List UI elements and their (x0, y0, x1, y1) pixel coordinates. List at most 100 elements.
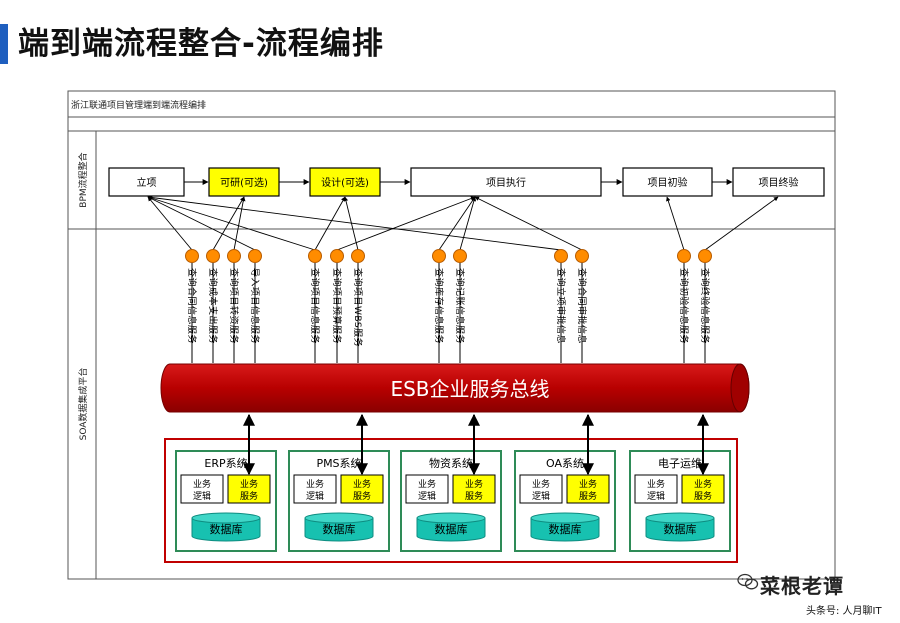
service-box-label: 服务 (465, 490, 483, 502)
service-label: 查询项目信息服务 (309, 268, 321, 344)
database-cylinder (645, 518, 715, 542)
service-box-label: 业务 (465, 478, 483, 490)
service-link (704, 196, 779, 251)
logic-box (634, 474, 678, 504)
logic-label: 业务 (532, 478, 550, 490)
system-name: ERP系统 (204, 457, 247, 470)
system-name: 电子运维 (658, 457, 702, 470)
service-box-label: 业务 (579, 478, 597, 490)
service-label: 查询项目预算服务 (331, 268, 343, 344)
service-node (432, 249, 446, 263)
service-label: 查询记账信息服务 (454, 268, 466, 344)
logic-box (293, 474, 337, 504)
service-node (206, 249, 220, 263)
logic-label: 逻辑 (306, 490, 324, 502)
database-top (416, 512, 486, 524)
logic-label: 逻辑 (193, 490, 211, 502)
service-node (351, 249, 365, 263)
database-cylinder (530, 518, 600, 542)
step-label-sheji: 设计(可选) (321, 176, 369, 189)
lane-label-bpm: BPM流程整合 (77, 152, 89, 207)
service-box (566, 474, 610, 504)
esb-bus: ESB企业服务总线 (160, 363, 750, 413)
service-node (698, 249, 712, 263)
watermark: 菜根老谭 (760, 574, 844, 598)
service-node (453, 249, 467, 263)
service-label: 查询项目转资服务 (228, 268, 240, 344)
service-box-label: 服务 (240, 490, 258, 502)
service-node (554, 249, 568, 263)
service-link (459, 196, 477, 251)
service-node (308, 249, 322, 263)
database-top (645, 512, 715, 524)
service-box-label: 业务 (694, 478, 712, 490)
service-link (147, 196, 316, 251)
service-box-label: 服务 (694, 490, 712, 502)
database-top (530, 512, 600, 524)
wechat-icon (737, 573, 759, 590)
service-node (677, 249, 691, 263)
database-cylinder (416, 518, 486, 542)
step-label-lixiang: 立项 (137, 176, 157, 189)
database-label: 数据库 (664, 522, 697, 536)
service-label: 查询初验信息服务 (678, 268, 690, 344)
logic-box (519, 474, 563, 504)
service-link (314, 196, 346, 251)
step-keyan (208, 167, 280, 197)
step-zhongyan (732, 167, 825, 197)
diagram-header: 浙江联通项目管理端到端流程编排 (71, 99, 206, 111)
logic-label: 业务 (418, 478, 436, 490)
logic-label: 业务 (647, 478, 665, 490)
database-label: 数据库 (210, 522, 243, 536)
service-label: 导入项目信息服务 (249, 268, 261, 344)
step-label-zhongyan: 项目终验 (759, 176, 799, 189)
service-box (681, 474, 725, 504)
step-chuyan (622, 167, 713, 197)
service-node (575, 249, 589, 263)
database-top (304, 512, 374, 524)
title-accent-bar (0, 24, 8, 64)
step-label-chuyan: 项目初验 (648, 176, 688, 189)
logic-label: 业务 (193, 478, 211, 490)
step-zhixing (410, 167, 602, 197)
logic-label: 逻辑 (532, 490, 550, 502)
database-cylinder (304, 518, 374, 542)
service-box-label: 服务 (353, 490, 371, 502)
logic-label: 逻辑 (418, 490, 436, 502)
service-node (227, 249, 241, 263)
lane-label-soa: SOA数据集成平台 (77, 368, 89, 441)
service-box-label: 服务 (579, 490, 597, 502)
service-node (330, 249, 344, 263)
database-cylinder (191, 518, 261, 542)
service-box-label: 业务 (240, 478, 258, 490)
attribution: 头条号: 人月聊IT (806, 606, 882, 617)
system-name: PMS系统 (316, 457, 361, 470)
service-box (340, 474, 384, 504)
service-link (666, 196, 685, 251)
step-label-keyan: 可研(可选) (220, 176, 268, 189)
service-label: 查询库存信息服务 (433, 268, 445, 344)
service-links (147, 195, 779, 251)
logic-box (180, 474, 224, 504)
service-link (233, 196, 246, 251)
system-name: OA系统 (546, 457, 584, 470)
service-link (147, 196, 256, 251)
service-link (147, 196, 193, 251)
process-steps: 立项可研(可选)设计(可选)项目执行项目初验项目终验 (108, 167, 825, 197)
service-label: 查询立项审批信息 (555, 268, 567, 344)
step-lixiang (108, 167, 185, 197)
esb-label: ESB企业服务总线 (390, 377, 549, 401)
service-link (212, 196, 245, 251)
logic-label: 逻辑 (647, 490, 665, 502)
service-link (147, 195, 562, 251)
database-label: 数据库 (323, 522, 356, 536)
database-label: 数据库 (549, 522, 582, 536)
service-label: 查询合同信息服务 (186, 268, 198, 344)
step-sheji (309, 167, 381, 197)
logic-label: 业务 (306, 478, 324, 490)
service-box (227, 474, 271, 504)
service-label: 查询合同审批信息 (576, 268, 588, 344)
service-nodes: 查询合同信息服务查询成本支出服务查询项目转资服务导入项目信息服务查询项目信息服务… (185, 249, 712, 363)
service-box-label: 业务 (353, 478, 371, 490)
